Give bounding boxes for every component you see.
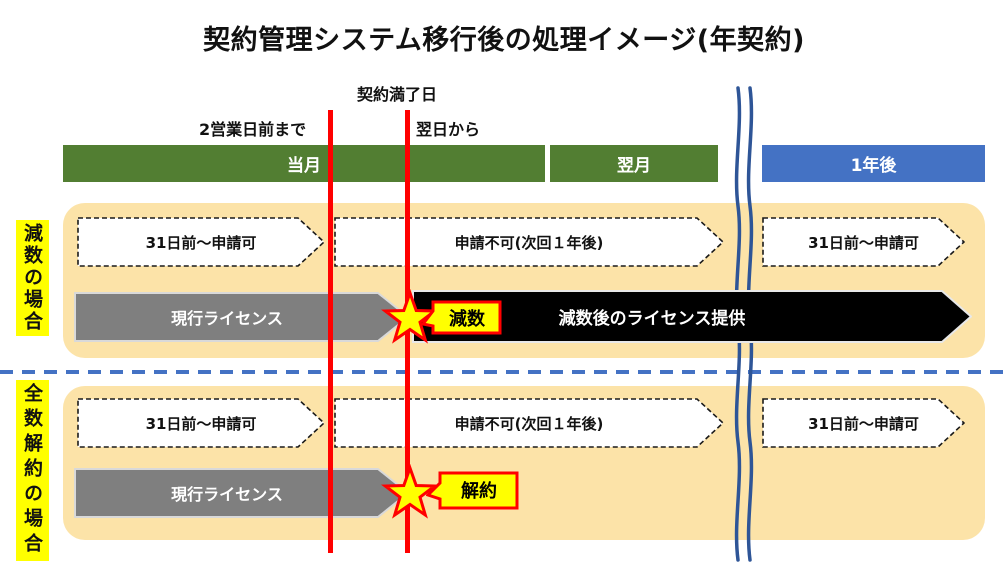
- callout-reduction: 減数: [421, 300, 502, 335]
- bar-current-month: 当月: [63, 145, 545, 182]
- label-contract-expiry: 契約満了日: [357, 85, 438, 104]
- callout-reduction-label: 減数: [449, 308, 486, 330]
- dashed-arrow-shape-icon: [77, 398, 325, 448]
- dashed-arrow-shape-icon: [334, 398, 724, 448]
- arrow-apply-blocked-reduction: 申請不可(次回１年後): [334, 217, 724, 267]
- section-label-reduction: 減数の場合: [16, 220, 49, 336]
- arrow-current-license-cancellation-label: 現行ライセンス: [171, 485, 283, 504]
- label-from-next-day: 翌日から: [416, 120, 481, 139]
- arrow-apply-window-left-cancellation-label: 31日前〜申請可: [145, 414, 257, 433]
- bar-one-year-later: 1年後: [762, 145, 985, 182]
- arrow-apply-window-right-reduction: 31日前〜申請可: [762, 217, 965, 267]
- arrow-apply-window-right-reduction-label: 31日前〜申請可: [808, 233, 919, 252]
- star-event-reduction-icon: [381, 289, 439, 344]
- label-until-two-business-days: 2営業日前まで: [199, 120, 307, 139]
- gray-arrow-shape-icon: [74, 468, 410, 518]
- callout-cancellation: 解約: [426, 471, 519, 510]
- dashed-arrow-shape-icon: [762, 398, 965, 448]
- arrow-apply-blocked-cancellation-label: 申請不可(次回１年後): [454, 414, 604, 433]
- arrow-after-reduction-license-label: 減数後のライセンス提供: [558, 309, 746, 329]
- arrow-apply-blocked-reduction-label: 申請不可(次回１年後): [454, 233, 604, 252]
- arrow-apply-window-left-reduction-label: 31日前〜申請可: [145, 233, 257, 252]
- arrow-current-license-cancellation: 現行ライセンス: [74, 468, 410, 518]
- star-event-cancellation-icon: [381, 464, 439, 519]
- arrow-apply-window-right-cancellation: 31日前〜申請可: [762, 398, 965, 448]
- page-title: 契約管理システム移行後の処理イメージ(年契約): [203, 25, 805, 56]
- bar-current-month-label: 当月: [287, 156, 321, 176]
- dashed-arrow-shape-icon: [77, 217, 325, 267]
- arrow-current-license-reduction-label: 現行ライセンス: [171, 309, 283, 328]
- arrow-apply-blocked-cancellation: 申請不可(次回１年後): [334, 398, 724, 448]
- red-line-application-deadline: [328, 110, 333, 553]
- bar-next-month: 翌月: [550, 145, 718, 182]
- arrow-apply-window-left-cancellation: 31日前〜申請可: [77, 398, 325, 448]
- section-label-cancellation: 全数解約の場合: [16, 380, 49, 561]
- dashed-arrow-shape-icon: [762, 217, 965, 267]
- arrow-current-license-reduction: 現行ライセンス: [74, 292, 410, 342]
- arrow-after-reduction-license: 減数後のライセンス提供: [412, 290, 972, 343]
- arrow-apply-window-left-reduction: 31日前〜申請可: [77, 217, 325, 267]
- arrow-apply-window-right-cancellation-label: 31日前〜申請可: [808, 414, 919, 433]
- bar-next-month-label: 翌月: [617, 156, 651, 176]
- dashed-arrow-shape-icon: [334, 217, 724, 267]
- bar-one-year-later-label: 1年後: [850, 156, 897, 176]
- gray-arrow-shape-icon: [74, 292, 410, 342]
- callout-cancellation-label: 解約: [461, 480, 497, 502]
- black-arrow-shape-icon: [412, 290, 972, 343]
